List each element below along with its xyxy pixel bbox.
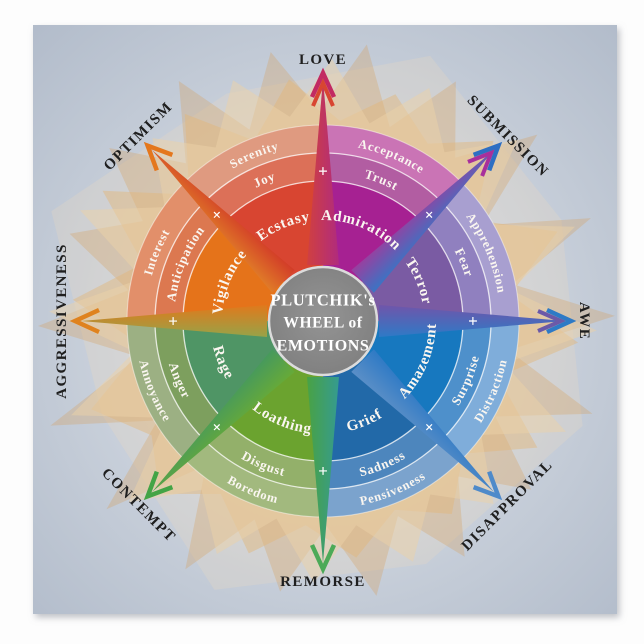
- dyad-arrow-submission: [351, 141, 503, 293]
- petal-anticipation-middle-band: [155, 202, 225, 321]
- dyad-arrow-awe: [379, 305, 577, 337]
- petal-fear-inner-band: [361, 222, 463, 321]
- title-line-1: PLUTCHIK's: [270, 291, 375, 310]
- petal-anger-inner-band: [183, 321, 285, 420]
- arrowhead: [143, 141, 174, 172]
- dyad-arrow-optimism: [143, 141, 295, 293]
- dyad-arrow-remorse: [307, 377, 339, 575]
- petal-joy-outer-band: [184, 125, 323, 203]
- plus-sign: +: [464, 316, 483, 326]
- plus-sign: +: [164, 316, 183, 326]
- petal-anticipation-inner-band: [183, 222, 285, 321]
- plus-sign: +: [318, 462, 328, 481]
- petal-surprise-inner-band: [361, 321, 463, 420]
- dyad-arrow-love: [307, 67, 339, 265]
- arrowhead: [143, 470, 174, 501]
- dyad-label-aggressiveness: AGGRESSIVENESS: [54, 243, 70, 399]
- title-line-2: WHEEL of: [283, 315, 363, 332]
- petal-anticipation-outer-band: [127, 182, 205, 321]
- petal-sadness-outer-band: [323, 439, 462, 517]
- petal-fear-outer-band: [441, 182, 519, 321]
- petal-surprise-middle-band: [421, 321, 491, 440]
- dyad-label-remorse: REMORSE: [280, 574, 366, 590]
- title-line-3: EMOTIONS: [277, 338, 370, 355]
- petal-anger-outer-band: [127, 321, 205, 460]
- arrowhead: [309, 544, 337, 575]
- petal-sadness-inner-band: [323, 359, 422, 461]
- dyad-arrow-disapproval: [351, 349, 503, 501]
- petal-trust-middle-band: [323, 153, 442, 223]
- dyad-label-love: LOVE: [299, 52, 347, 68]
- petal-disgust-outer-band: [184, 439, 323, 517]
- petal-sadness-middle-band: [323, 419, 442, 489]
- arrowhead: [472, 470, 503, 501]
- petal-disgust-inner-band: [224, 359, 323, 461]
- plus-sign: +: [318, 162, 328, 181]
- petal-anger-middle-band: [155, 321, 225, 440]
- dyad-label-awe: AWE: [576, 302, 592, 340]
- dyad-arrow-aggressiveness: [69, 305, 267, 337]
- arrowhead: [309, 67, 337, 98]
- arrowhead: [69, 307, 100, 335]
- petal-joy-middle-band: [204, 153, 323, 223]
- petal-disgust-middle-band: [204, 419, 323, 489]
- petal-fear-middle-band: [421, 202, 491, 321]
- petal-trust-inner-band: [323, 181, 422, 283]
- dyad-arrow-contempt: [143, 349, 295, 501]
- center-circle: [267, 265, 379, 377]
- arrowhead: [546, 307, 577, 335]
- petal-surprise-outer-band: [441, 321, 519, 460]
- petal-joy-inner-band: [224, 181, 323, 283]
- petal-trust-outer-band: [323, 125, 462, 203]
- arrowhead: [472, 141, 503, 172]
